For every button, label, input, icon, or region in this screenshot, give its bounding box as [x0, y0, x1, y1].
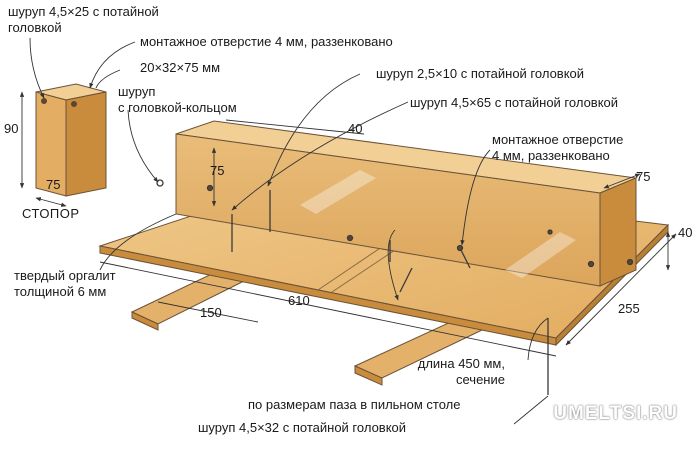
runner-label: длина 450 мм, сечение: [417, 356, 505, 387]
stopper-block: [35, 83, 107, 197]
screw-4-5x32-label: шуруп 4,5×32 с потайной головкой: [198, 420, 407, 435]
screw-4-5x25-label: шуруп 4,5×25 с потайной головкой: [8, 4, 159, 35]
screw-4-5x65-label: шуруп 4,5×65 с потайной головкой: [410, 95, 619, 110]
dim-base-depth: 255: [618, 301, 640, 316]
dim-fence-thickness-right: 40: [678, 225, 693, 240]
dim-base-length: 610: [288, 293, 310, 308]
hardboard-label: твердый оргалит толщиной 6 мм: [14, 268, 116, 299]
dim-fence-thickness: 40: [348, 121, 363, 136]
leader-lines: [29, 37, 549, 425]
block-size-label: 20×32×75 мм: [140, 60, 221, 75]
mount-hole-right-label: монтажное отверстие 4 мм, раззенковано: [492, 132, 624, 163]
dimension-lines: [19, 91, 677, 357]
left-runner: [130, 269, 248, 331]
dim-fence-height: 75: [210, 163, 225, 178]
mount-hole-top-label: монтажное отверстие 4 мм, раззенковано: [140, 34, 393, 49]
runner-section-label: по размерам паза в пильном столе: [248, 397, 461, 412]
dim-stop-width: 75: [46, 177, 61, 192]
screws: [156, 179, 634, 395]
screw-2-5x10-label: шуруп 2,5×10 с потайной головкой: [376, 66, 585, 81]
dim-fence-height-right: 75: [636, 169, 651, 184]
watermark: UMELTSI.RU: [553, 403, 678, 424]
dim-runner-offset: 150: [200, 305, 222, 320]
ring-screw-label: шуруп с головкой-кольцом: [118, 84, 237, 115]
stopper-label: СТОПОР: [22, 206, 80, 221]
dim-stop-height: 90: [4, 121, 19, 136]
